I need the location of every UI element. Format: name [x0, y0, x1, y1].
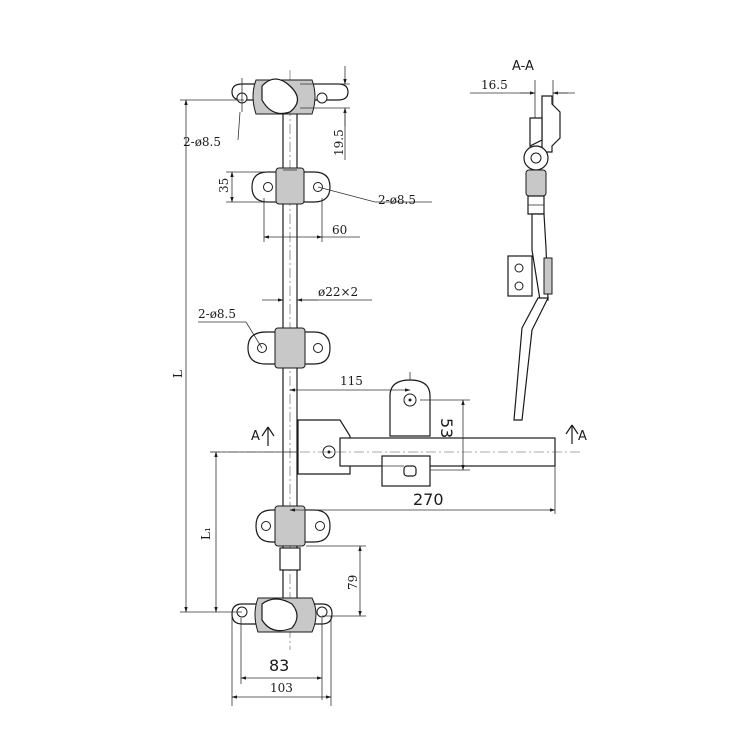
section-marker-left: A	[251, 429, 260, 444]
section-view	[470, 80, 575, 421]
label-handle-offset-115: 115	[340, 374, 363, 388]
dimension-lines	[180, 66, 556, 706]
label-bottom-width-83: 83	[269, 656, 289, 675]
label-keeper-height-53: 53	[437, 418, 456, 438]
middle-guide-bracket	[247, 327, 331, 369]
label-overall-length: L	[171, 370, 185, 378]
upper-guide-bracket	[251, 167, 331, 205]
label-bottom-offset-79: 79	[346, 575, 360, 590]
label-rod-diameter: ø22×2	[318, 285, 358, 299]
section-marker-right: A	[578, 429, 587, 444]
section-title: A-A	[512, 59, 534, 74]
label-bottom-width-103: 103	[270, 681, 293, 695]
label-offset-19-5: 19.5	[332, 129, 346, 156]
lower-guide-bracket	[255, 505, 331, 571]
section-markers	[261, 424, 579, 446]
bottom-cam-keeper	[231, 597, 333, 633]
label-bracket-width-60: 60	[332, 223, 347, 237]
label-hole-middle-left: 2-ø8.5	[198, 307, 236, 321]
label-handle-length-270: 270	[413, 490, 444, 509]
label-lower-length: L₁	[199, 527, 213, 540]
label-hole-mid-right: 2-ø8.5	[378, 193, 416, 207]
handle-assembly	[210, 379, 580, 487]
label-hole-top-left: 2-ø8.5	[183, 135, 221, 149]
top-cam-keeper	[231, 78, 349, 115]
label-section-offset-16-5: 16.5	[481, 78, 508, 92]
label-bracket-height-35: 35	[217, 178, 231, 193]
